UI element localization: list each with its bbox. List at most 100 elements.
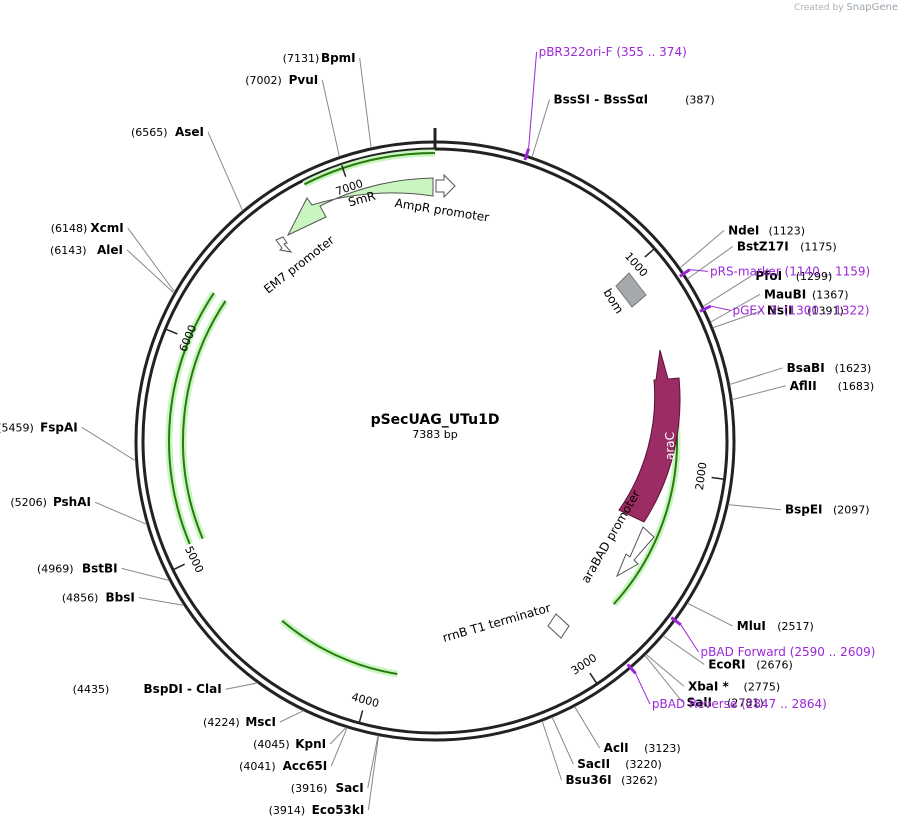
plasmid-size: 7383 bp bbox=[412, 428, 457, 441]
primer-pbad-reverse[interactable]: pBAD Reverse (2847 .. 2864) bbox=[626, 663, 827, 711]
site-bbsi[interactable]: BbsI(4856) bbox=[62, 591, 185, 606]
site-name: Acc65I bbox=[283, 759, 328, 773]
site-bstbi[interactable]: BstBI (4969) bbox=[37, 561, 170, 581]
site-sacii[interactable]: SacII(3220) bbox=[551, 716, 662, 771]
site-position: (3916) bbox=[291, 782, 328, 795]
site-name: SalI bbox=[687, 695, 712, 709]
site-bspei[interactable]: BspEI(2097) bbox=[728, 503, 870, 517]
site-alei[interactable]: AleI(6143) bbox=[50, 243, 175, 294]
site-saci[interactable]: SacI(3916) bbox=[291, 735, 379, 795]
tick-mark bbox=[173, 563, 185, 571]
smr-arrow[interactable] bbox=[286, 177, 434, 237]
site-pfoi[interactable]: PfoI(1299) bbox=[702, 269, 832, 307]
site-name: Bsu36I bbox=[566, 773, 612, 787]
site-position: (5206) bbox=[10, 496, 47, 509]
bom-box[interactable] bbox=[615, 272, 647, 308]
site-position: (2097) bbox=[833, 504, 870, 517]
site-aflii[interactable]: AflII(1683) bbox=[732, 379, 874, 401]
site-position: (5459) bbox=[0, 421, 34, 434]
site-sali[interactable]: SalI(2781) bbox=[644, 655, 764, 709]
site-name: MscI bbox=[245, 715, 276, 729]
arac-feature[interactable]: araC bbox=[618, 349, 681, 523]
orf-arc[interactable] bbox=[168, 292, 215, 545]
arac-arrow[interactable] bbox=[618, 349, 681, 523]
site-leader-line bbox=[531, 99, 550, 158]
site-name: BsaBI bbox=[787, 361, 825, 375]
primer-pgex-3-[interactable]: pGEX 3' (1300 .. 1322) bbox=[699, 303, 870, 317]
site-position: (3220) bbox=[625, 758, 662, 771]
site-acc65i[interactable]: Acc65I(4041) bbox=[239, 727, 348, 773]
primer-leader-line bbox=[635, 673, 651, 705]
primer-label: pGEX 3' (1300 .. 1322) bbox=[733, 303, 870, 317]
primer-label: pBAD Reverse (2847 .. 2864) bbox=[652, 697, 827, 711]
site-kpni[interactable]: KpnI(4045) bbox=[253, 727, 347, 751]
site-eco53ki[interactable]: Eco53kI(3914) bbox=[269, 735, 380, 817]
rrnb-terminator-box[interactable] bbox=[547, 613, 570, 639]
site-position: (6565) bbox=[131, 126, 168, 139]
site-leader-line bbox=[702, 275, 752, 307]
site-position: (6148) bbox=[51, 222, 88, 235]
site-pvui[interactable]: PvuI(7002) bbox=[245, 73, 340, 157]
site-ecori[interactable]: EcoRI(2676) bbox=[662, 635, 793, 672]
site-bstz17i[interactable]: BstZ17I(1175) bbox=[687, 239, 837, 280]
site-position: (3914) bbox=[269, 804, 306, 817]
site-name: AleI bbox=[97, 243, 123, 257]
tick-mark bbox=[711, 476, 724, 480]
arabad-promoter-arrow[interactable] bbox=[615, 526, 655, 578]
site-leader-line bbox=[687, 245, 734, 280]
site-ndei[interactable]: NdeI(1123) bbox=[679, 223, 805, 269]
site-bsu36i[interactable]: Bsu36I(3262) bbox=[541, 721, 658, 787]
site-xbai[interactable]: XbaI *(2775) bbox=[645, 653, 780, 693]
credit-prefix: Created by bbox=[794, 3, 844, 13]
site-leader-line bbox=[121, 567, 170, 581]
site-nsii[interactable]: NsiI(1391) bbox=[712, 303, 844, 329]
em7-promoter-arrow[interactable] bbox=[275, 236, 293, 253]
orf-arc[interactable] bbox=[303, 152, 436, 186]
site-xcmi[interactable]: XcmI(6148) bbox=[51, 221, 176, 293]
tick-mark bbox=[358, 710, 364, 723]
site-name: PvuI bbox=[289, 73, 319, 87]
site-leader-line bbox=[225, 682, 258, 690]
site-name: MauBI bbox=[764, 287, 806, 301]
ampr-promoter-arrow[interactable] bbox=[435, 173, 456, 199]
site-bspdi[interactable]: BspDI - ClaI(4435) bbox=[73, 682, 258, 696]
site-msci[interactable]: MscI (4224) bbox=[203, 710, 304, 729]
tick-mark bbox=[341, 165, 347, 177]
site-bsssi[interactable]: BssSI - BssSαI(387) bbox=[531, 93, 715, 158]
site-leader-line bbox=[279, 710, 304, 723]
primer-pbr322ori-f[interactable]: pBR322ori-F (355 .. 374) bbox=[523, 45, 687, 161]
site-name: AflII bbox=[790, 379, 817, 393]
rrnb-terminator-feature[interactable]: rrnB T1 terminator bbox=[441, 601, 570, 645]
em7-promoter-feature[interactable]: EM7 promoter bbox=[261, 233, 337, 296]
site-leader-line bbox=[126, 249, 175, 294]
orf-arc[interactable] bbox=[182, 300, 227, 539]
primer-prs-marker[interactable]: pRS-marker (1140 .. 1159) bbox=[678, 264, 870, 278]
site-acli[interactable]: AclI(3123) bbox=[574, 706, 681, 755]
tick-label: 6000 bbox=[177, 323, 200, 354]
site-leader-line bbox=[541, 721, 563, 781]
site-position: (4224) bbox=[203, 716, 240, 729]
site-name: PshAI bbox=[53, 495, 91, 509]
site-pshai[interactable]: PshAI (5206) bbox=[10, 495, 148, 525]
primer-pbad-forward[interactable]: pBAD Forward (2590 .. 2609) bbox=[670, 616, 875, 659]
site-bsabi[interactable]: BsaBI(1623) bbox=[729, 361, 872, 385]
site-name: BssSI - BssSαI bbox=[553, 93, 648, 107]
primer-bar bbox=[523, 148, 531, 161]
site-position: (4969) bbox=[37, 562, 74, 575]
bom-feature[interactable]: bom bbox=[600, 272, 647, 316]
smr-feature[interactable]: SmR bbox=[286, 177, 434, 237]
site-maubi[interactable]: MauBI(1367) bbox=[710, 287, 849, 323]
site-fspai[interactable]: FspAI(5459) bbox=[0, 420, 136, 462]
site-mlui[interactable]: MluI(2517) bbox=[687, 602, 814, 633]
site-name: BstBI bbox=[82, 561, 118, 575]
primer-label: pBR322ori-F (355 .. 374) bbox=[539, 45, 687, 59]
site-name: KpnI bbox=[295, 737, 326, 751]
site-bpmi[interactable]: BpmI(7131) bbox=[283, 51, 372, 148]
site-name: PfoI bbox=[755, 269, 782, 283]
site-position: (4435) bbox=[73, 683, 110, 696]
site-asei[interactable]: AseI(6565) bbox=[131, 125, 244, 212]
site-leader-line bbox=[127, 227, 176, 293]
site-leader-line bbox=[644, 655, 684, 703]
orf-arc[interactable] bbox=[281, 619, 398, 675]
